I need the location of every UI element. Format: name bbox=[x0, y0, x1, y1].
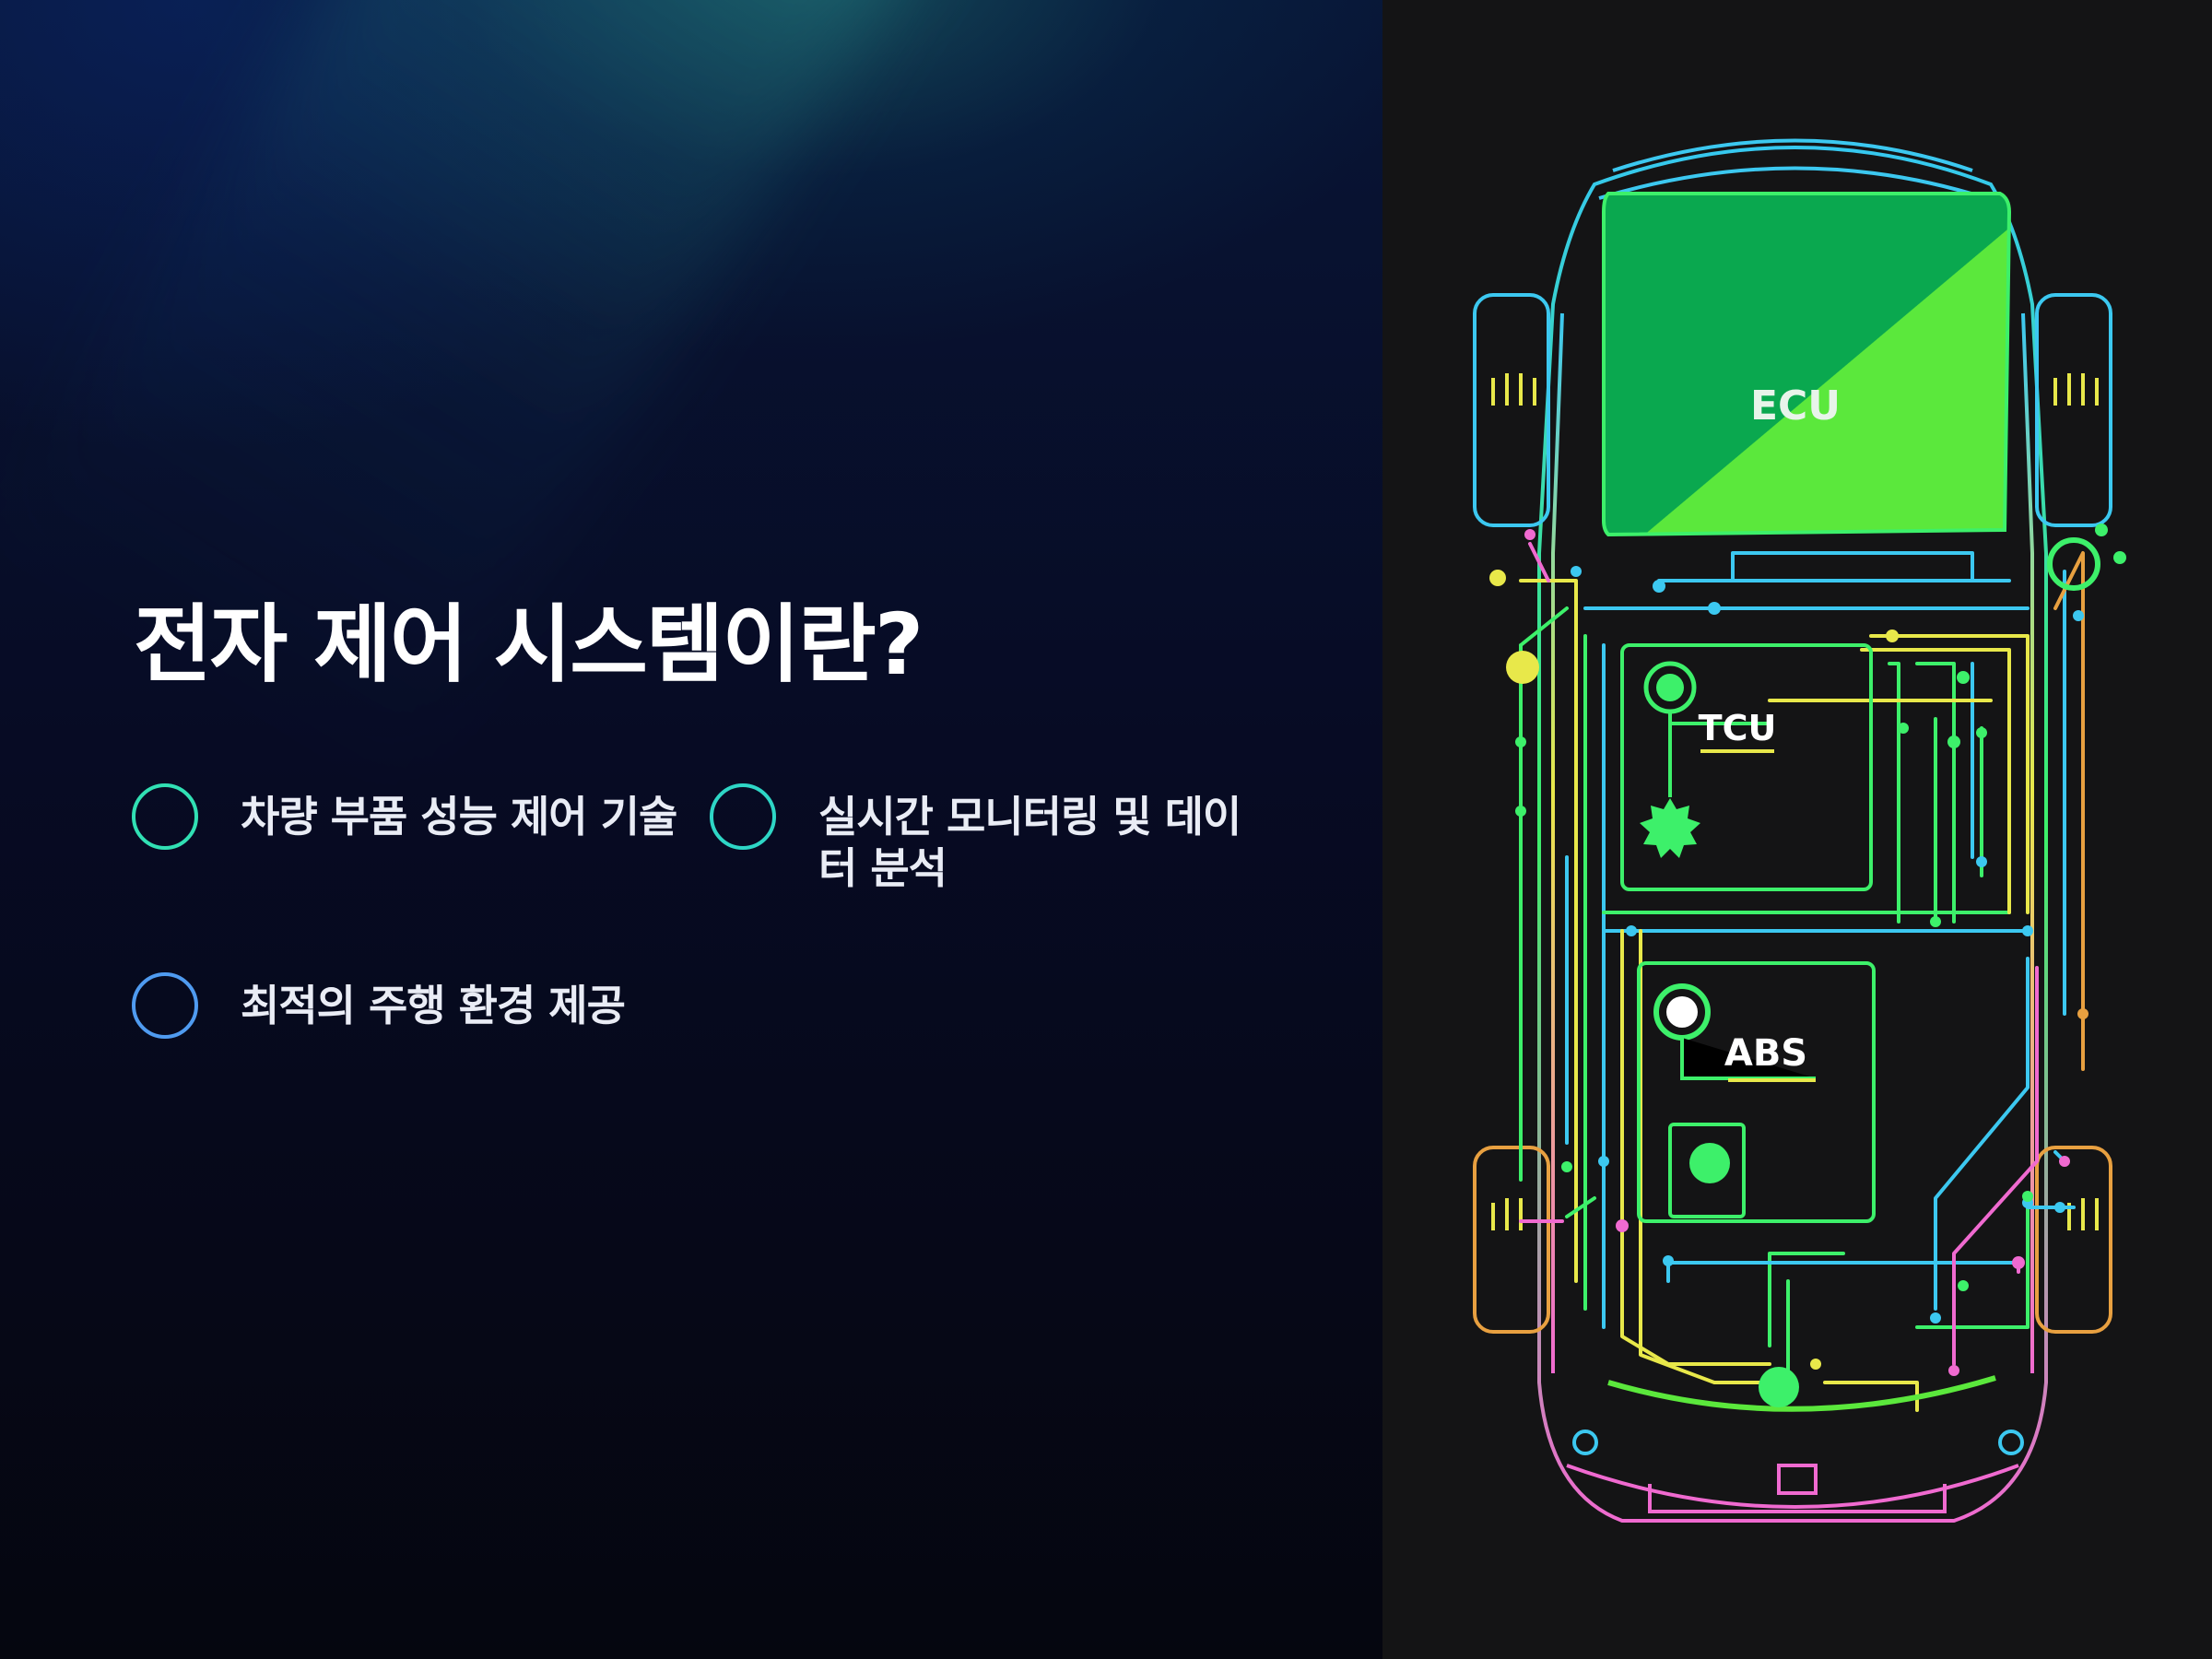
car-circuit-illustration: ECU bbox=[1473, 138, 2126, 1523]
page-title: 전자 제어 시스템이란? bbox=[134, 595, 924, 694]
circle-icon bbox=[132, 972, 198, 1039]
circuit-nodes bbox=[1489, 524, 2126, 1455]
feature-label: 실시간 모니터링 및 데이터 분석 bbox=[818, 792, 1241, 893]
feature-item-optimal-driving: 최적의 주행 환경 제공 bbox=[132, 972, 626, 1039]
wheel-front-left bbox=[1473, 293, 1550, 527]
feature-label: 최적의 주행 환경 제공 bbox=[241, 981, 626, 1030]
circuit-traces bbox=[1519, 542, 2085, 1412]
ecu-label: ECU bbox=[1750, 382, 1841, 429]
circle-icon bbox=[132, 783, 198, 850]
gear-icon bbox=[1640, 798, 1700, 858]
right-panel: ECU bbox=[1382, 0, 2212, 1659]
wheel-front-right bbox=[2035, 293, 2112, 527]
wheel-rear-left bbox=[1473, 1146, 1550, 1334]
car-body-outline bbox=[1537, 138, 2048, 1523]
ecu-module: ECU bbox=[1602, 192, 2012, 537]
abs-module: ABS bbox=[1637, 961, 1876, 1223]
abs-label: ABS bbox=[1724, 1032, 1807, 1075]
bottom-arc bbox=[1607, 1375, 1996, 1412]
feature-item-realtime-monitoring: 실시간 모니터링 및 데이터 분석 bbox=[710, 783, 1263, 894]
wheel-rear-right bbox=[2035, 1146, 2112, 1334]
left-panel: 전자 제어 시스템이란? 차량 부품 성능 제어 기술 실시간 모니터링 및 데… bbox=[0, 0, 1382, 1659]
tcu-label: TCU bbox=[1699, 708, 1777, 748]
feature-item-component-control: 차량 부품 성능 제어 기술 bbox=[132, 783, 677, 850]
circle-icon bbox=[710, 783, 776, 850]
feature-label: 차량 부품 성능 제어 기술 bbox=[241, 792, 677, 841]
tcu-module: TCU bbox=[1620, 643, 1873, 891]
